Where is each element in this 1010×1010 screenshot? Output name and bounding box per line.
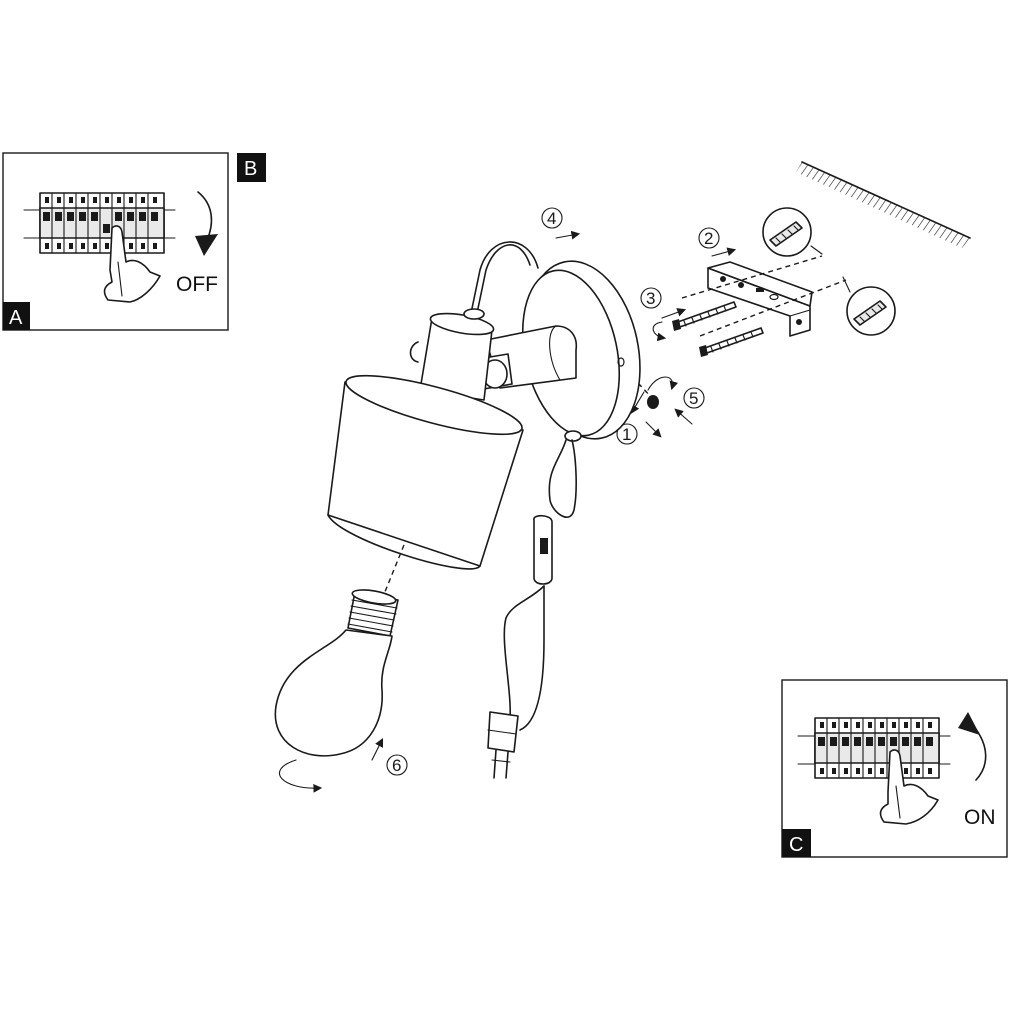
- step-5-label: 5: [689, 389, 698, 408]
- step-2-label: 2: [704, 229, 713, 248]
- breaker-bank-icon: [814, 717, 940, 779]
- wall-plug-icon: [762, 207, 812, 257]
- panel-c-badge: [782, 829, 811, 857]
- step-4-label: 4: [547, 209, 556, 228]
- mounting-bracket: [707, 261, 813, 337]
- ceiling-hatch: [796, 161, 971, 248]
- breaker-bank-icon: [39, 192, 165, 254]
- hand-icon: [879, 749, 939, 825]
- power-plug-icon: [487, 711, 519, 779]
- inline-switch-icon: [533, 514, 553, 585]
- power-cable: [503, 439, 577, 731]
- wall-plug-icon: [846, 286, 896, 336]
- screw-icon: [699, 327, 764, 357]
- panel-a-badge: [3, 302, 30, 330]
- screw-icon: [672, 301, 737, 331]
- panel-breaker-off: OFF A B: [2, 152, 266, 331]
- panel-a-letter: A: [9, 307, 23, 329]
- panel-breaker-on: ON C: [781, 679, 1008, 858]
- panel-b-state-label: OFF: [176, 273, 218, 296]
- lamp-arm: [469, 241, 578, 391]
- light-bulb: [274, 589, 399, 757]
- lamp-holder: [409, 308, 495, 401]
- panel-c-letter: C: [789, 834, 803, 856]
- panel-c-state-label: ON: [964, 806, 996, 829]
- lamp-shade: [327, 374, 524, 570]
- step-1-label: 1: [622, 425, 631, 444]
- step-3-label: 3: [646, 289, 655, 308]
- panel-b-letter: B: [244, 158, 257, 180]
- hand-icon: [103, 225, 161, 303]
- panel-b-badge: [237, 153, 266, 182]
- step-6-label: 6: [392, 756, 401, 775]
